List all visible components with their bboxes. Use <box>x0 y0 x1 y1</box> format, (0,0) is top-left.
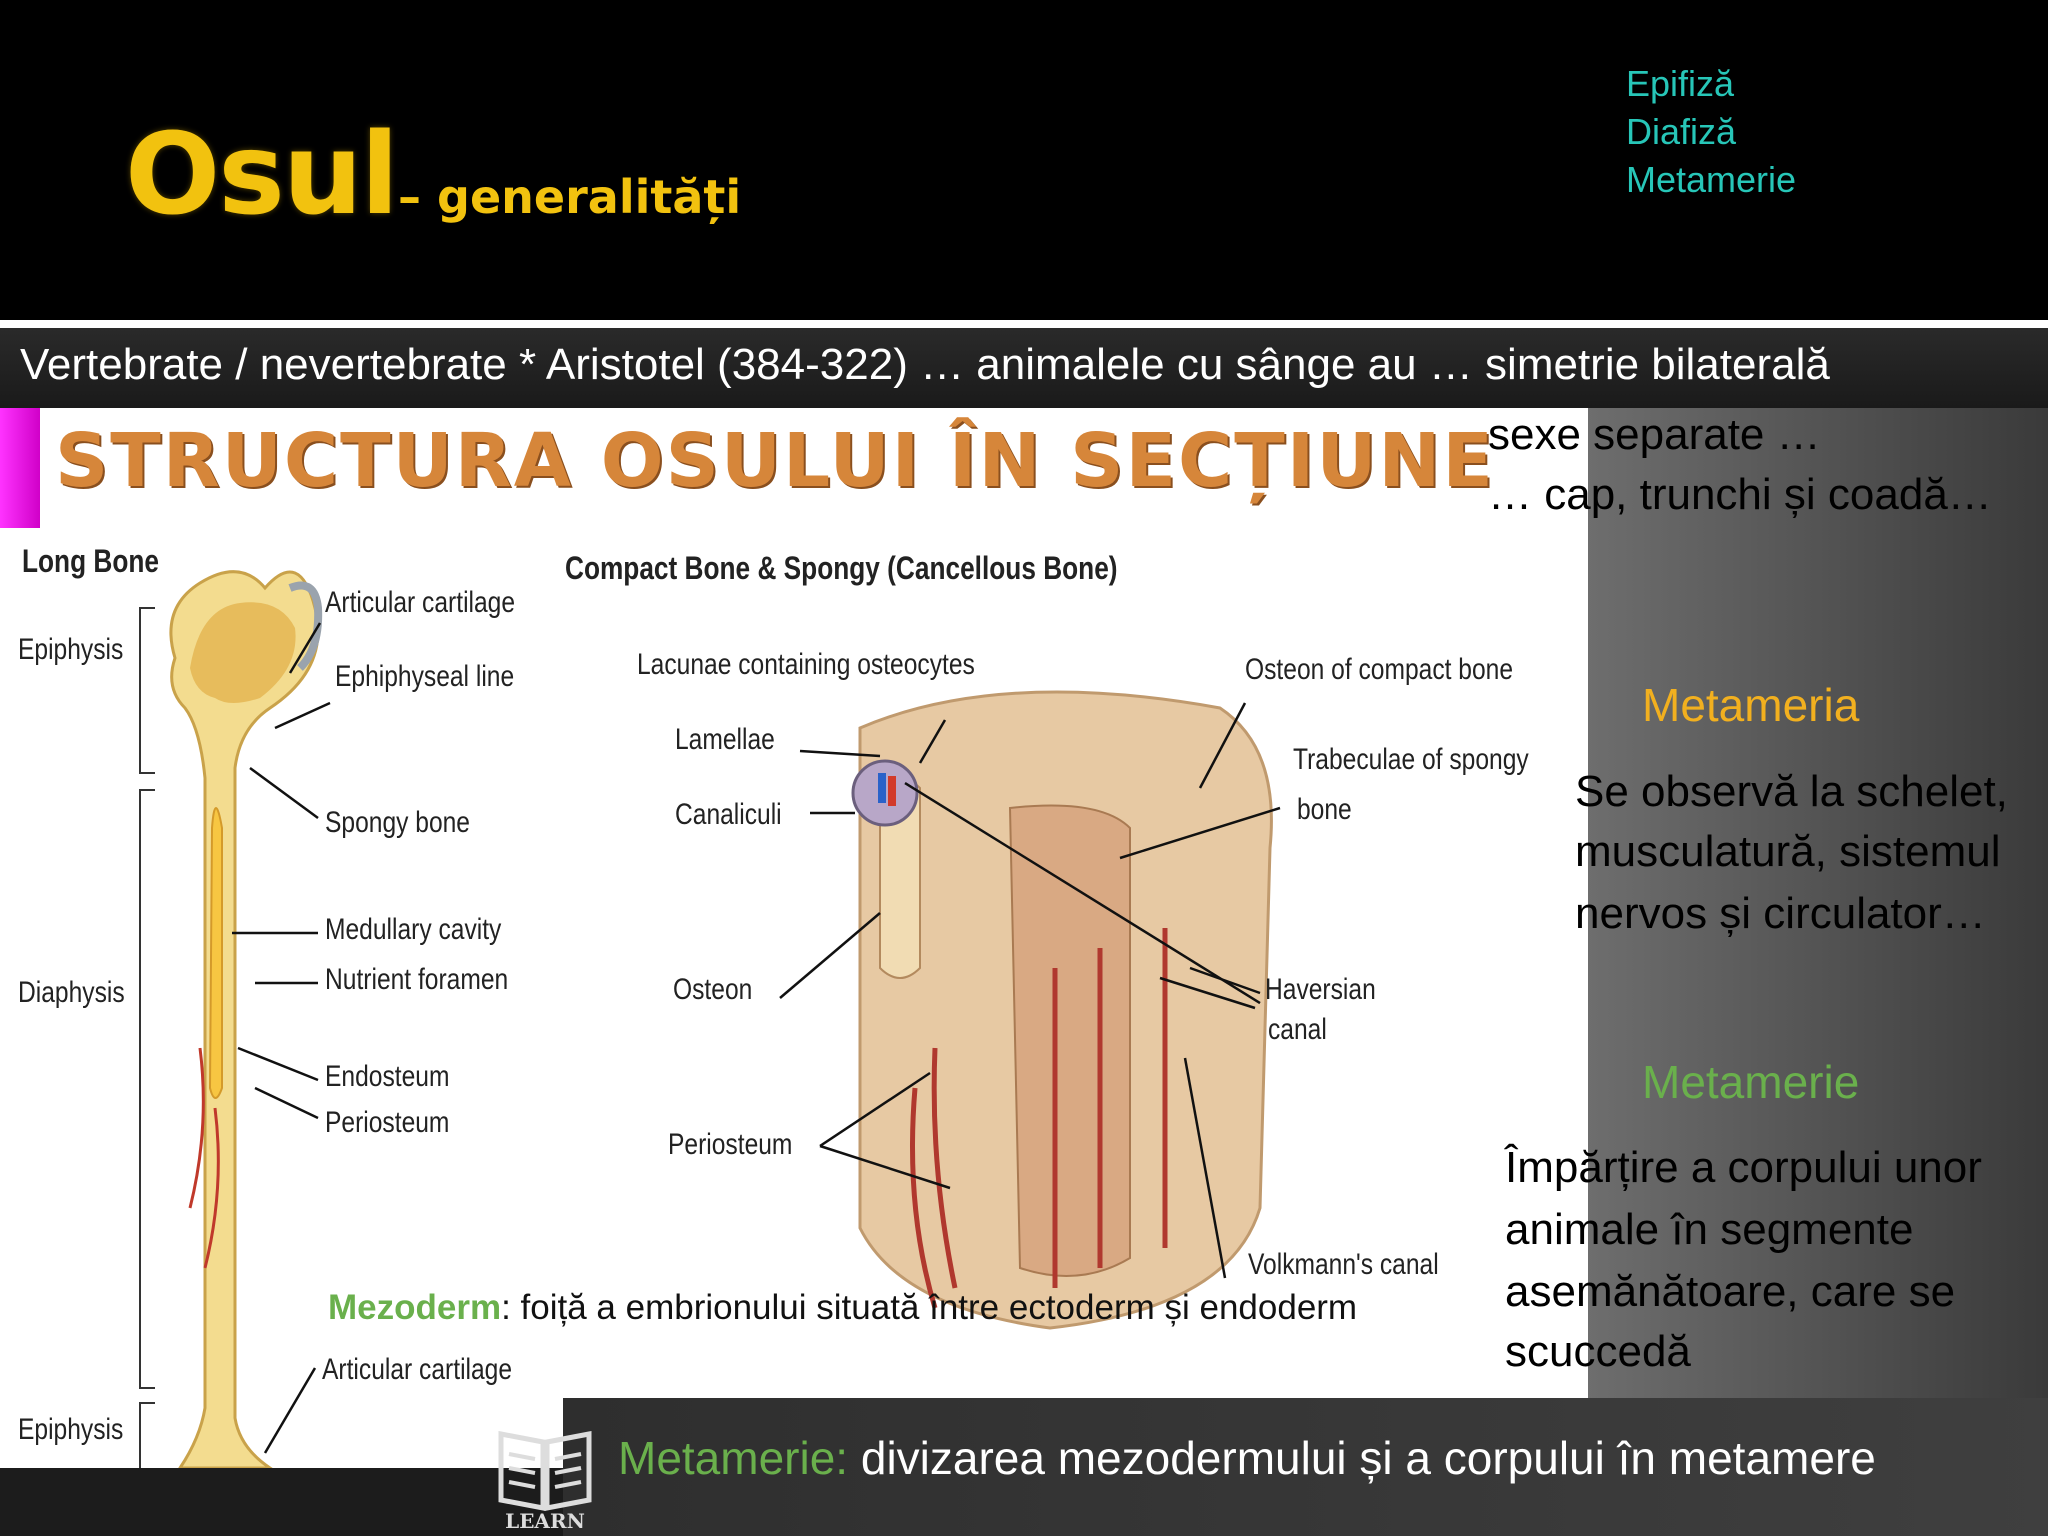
page-title: Osul <box>125 110 399 240</box>
label-diaphysis: Diaphysis <box>18 976 125 1009</box>
text-metameria-3: nervos și circulator… <box>1575 889 1986 938</box>
text-metamerie-2: animale în segmente <box>1505 1205 1914 1254</box>
text-metameria-2: musculatură, sistemul <box>1575 827 2001 876</box>
toc-item-epifiza[interactable]: Epifiză <box>1626 63 1735 104</box>
label-epiphysis-bottom: Epiphysis <box>18 1413 124 1446</box>
long-bone-leaders <box>232 622 331 1454</box>
text-metamerie-1: Împărțire a corpului unor <box>1505 1143 1982 1192</box>
right-panel <box>1585 408 2048 1398</box>
label-lamellae: Lamellae <box>675 723 775 756</box>
label-articular-cartilage-top: Articular cartilage <box>325 586 516 619</box>
label-haversian: Haversian <box>1265 973 1376 1006</box>
bone-illustration <box>139 570 1281 1468</box>
toc-item-metamerie[interactable]: Metamerie <box>1626 159 1797 200</box>
compact-bone-leaders <box>779 702 1281 1279</box>
text-metamerie-4: scuccedă <box>1505 1327 1691 1376</box>
label-periosteum-compact: Periosteum <box>668 1128 793 1161</box>
label-medullary-cavity: Medullary cavity <box>325 913 502 946</box>
label-trabeculae-bone: bone <box>1297 793 1352 826</box>
label-osteon: Osteon <box>673 973 753 1006</box>
long-bone-drawing <box>169 570 323 1468</box>
bone-figure: STRUCTURA OSULUI ÎN SECȚIUNE <box>0 408 1588 1468</box>
label-canaliculi: Canaliculi <box>675 798 782 831</box>
learn-label: LEARN <box>505 1509 585 1532</box>
toc-list: Epifiză Diafiză Metamerie <box>1626 60 1796 204</box>
mezoderm-text: : foiță a embrionului situată între ecto… <box>501 1288 1358 1327</box>
label-epiphyseal-line: Ephiphyseal line <box>335 660 515 693</box>
heading-metameria: Metameria <box>1642 679 1860 731</box>
toc-item-diafiza[interactable]: Diafiză <box>1626 111 1737 152</box>
long-bone-heading: Long Bone <box>22 543 160 579</box>
compact-bone-heading: Compact Bone & Spongy (Cancellous Bone) <box>565 550 1118 586</box>
bottom-definition: Metamerie: divizarea mezodermului și a c… <box>563 1398 2048 1536</box>
long-bone-brackets <box>139 607 155 1468</box>
text-metamerie-3: asemănătoare, care se <box>1505 1267 1956 1316</box>
header: Osul – generalități Epifiză Diafiză Meta… <box>0 0 2048 322</box>
label-articular-cartilage-bottom: Articular cartilage <box>322 1353 513 1386</box>
bottom-term: Metamerie: <box>618 1432 849 1484</box>
mezoderm-term: Mezoderm <box>328 1288 502 1327</box>
figure-title: STRUCTURA OSULUI ÎN SECȚIUNE <box>55 418 1495 504</box>
label-periosteum-long: Periosteum <box>325 1106 450 1139</box>
label-epiphysis-top: Epiphysis <box>18 633 124 666</box>
book-icon[interactable]: LEARN <box>495 1420 595 1532</box>
intro-line: Vertebrate / nevertebrate * Aristotel (3… <box>0 328 2048 408</box>
divider <box>0 320 2048 328</box>
text-metameria-1: Se observă la schelet, <box>1575 767 2008 816</box>
compact-bone-drawing <box>851 690 1273 1330</box>
bottom-text: divizarea mezodermului și a corpului în … <box>848 1432 1876 1484</box>
label-osteon-compact: Osteon of compact bone <box>1245 653 1514 686</box>
page-subtitle: – generalități <box>398 170 742 224</box>
heading-metamerie: Metamerie <box>1642 1056 1860 1108</box>
intro-sexe: sexe separate … <box>1488 410 1821 459</box>
label-endosteum: Endosteum <box>325 1060 450 1093</box>
label-lacunae: Lacunae containing osteocytes <box>637 648 975 681</box>
label-volkmanns-canal: Volkmann's canal <box>1248 1248 1439 1281</box>
intro-cap: … cap, trunchi și coadă… <box>1488 470 1992 519</box>
accent-bar <box>0 408 40 528</box>
label-nutrient-foramen: Nutrient foramen <box>325 963 509 996</box>
label-trabeculae: Trabeculae of spongy <box>1293 743 1529 776</box>
mezoderm-definition: Mezoderm: foiță a embrionului situată în… <box>328 1288 1357 1328</box>
label-haversian-canal: canal <box>1268 1013 1327 1046</box>
label-spongy-bone: Spongy bone <box>325 806 470 839</box>
